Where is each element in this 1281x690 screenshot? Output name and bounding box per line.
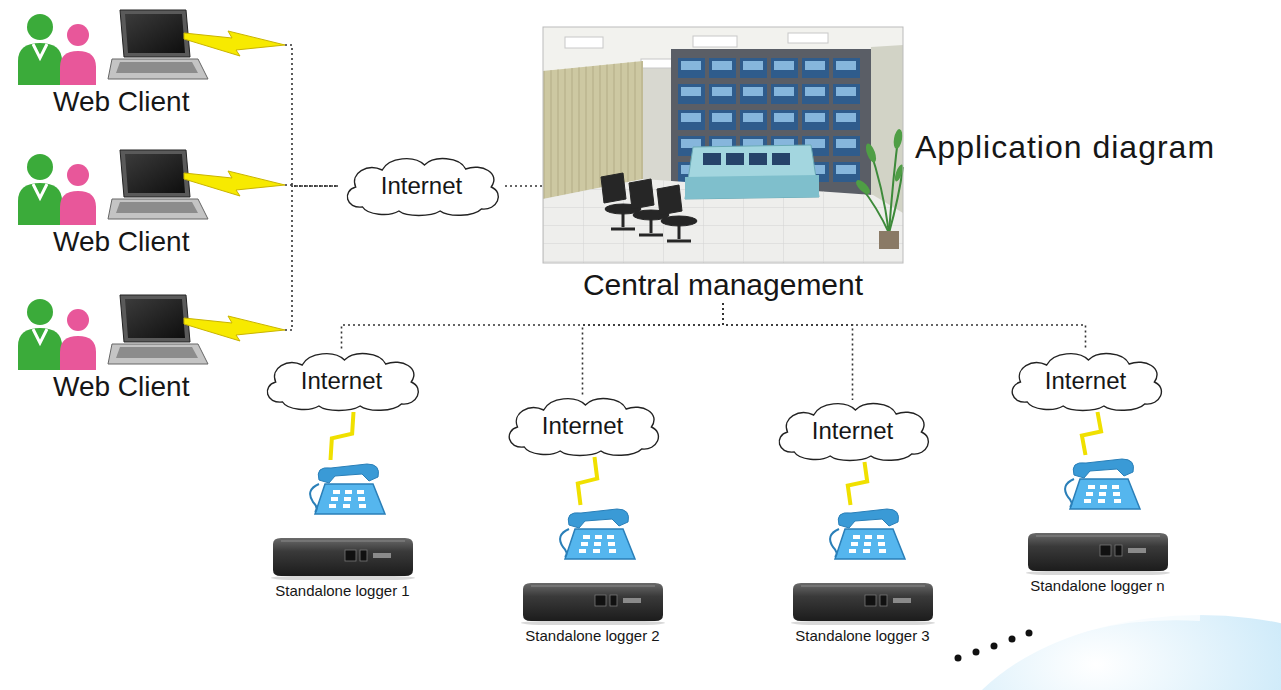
cloud-label: Internet	[301, 367, 382, 396]
decorative-swoosh	[940, 615, 1281, 690]
logger-device-icon	[521, 509, 665, 626]
web-client-icon	[18, 295, 285, 370]
network-link	[285, 45, 338, 186]
wireless-link	[331, 412, 354, 460]
internet-cloud: Internet	[1003, 350, 1168, 412]
node-label: Standalone logger 2	[525, 627, 659, 645]
cloud-label: Internet	[542, 412, 623, 441]
internet-cloud: Internet	[500, 395, 665, 457]
web-client-node: Web Client	[8, 5, 285, 119]
cloud-label: Internet	[381, 172, 462, 201]
central-management-node: Central management	[543, 27, 903, 303]
diagram-title: Application diagram	[915, 128, 1215, 166]
network-link	[723, 303, 853, 400]
node-label: Web Client	[53, 225, 189, 259]
wireless-link	[848, 462, 867, 505]
wireless-link	[578, 457, 597, 505]
web-client-icon	[18, 10, 285, 85]
internet-cloud: Internet	[258, 350, 425, 412]
network-link	[285, 186, 338, 330]
node-label: Standalone logger 1	[275, 582, 409, 600]
network-link	[723, 303, 1086, 350]
standalone-logger-node: Standalone logger 1	[245, 460, 440, 600]
logger-device-icon	[791, 509, 935, 626]
web-client-node: Web Client	[8, 290, 285, 404]
logger-device-icon	[1026, 459, 1170, 576]
wireless-link	[1082, 412, 1101, 455]
standalone-logger-node: Standalone logger 3	[765, 505, 960, 645]
cloud-shape	[1012, 354, 1161, 411]
node-label: Standalone logger n	[1030, 577, 1164, 595]
cloud-shape	[779, 404, 928, 461]
node-label: Web Client	[53, 370, 189, 404]
continuation-dots	[955, 630, 1033, 662]
cloud-label: Internet	[812, 417, 893, 446]
internet-cloud: Internet	[770, 400, 935, 462]
node-label: Standalone logger 3	[795, 627, 929, 645]
cloud-shape	[347, 159, 498, 216]
decorative-swoosh-highlight	[975, 617, 1200, 690]
standalone-logger-node: Standalone logger n	[1000, 455, 1195, 595]
internet-cloud: Internet	[338, 155, 505, 217]
cloud-label: Internet	[1045, 367, 1126, 396]
network-link	[583, 303, 724, 395]
control-room-picture	[543, 27, 905, 263]
logger-device-icon	[271, 464, 415, 581]
web-client-node: Web Client	[8, 145, 285, 259]
web-client-icon	[18, 150, 285, 225]
network-link	[342, 303, 724, 350]
cloud-shape	[267, 354, 418, 411]
node-label: Web Client	[53, 85, 189, 119]
node-label: Central management	[583, 267, 863, 303]
network-link	[505, 185, 543, 187]
cloud-shape	[509, 399, 658, 456]
standalone-logger-node: Standalone logger 2	[495, 505, 690, 645]
